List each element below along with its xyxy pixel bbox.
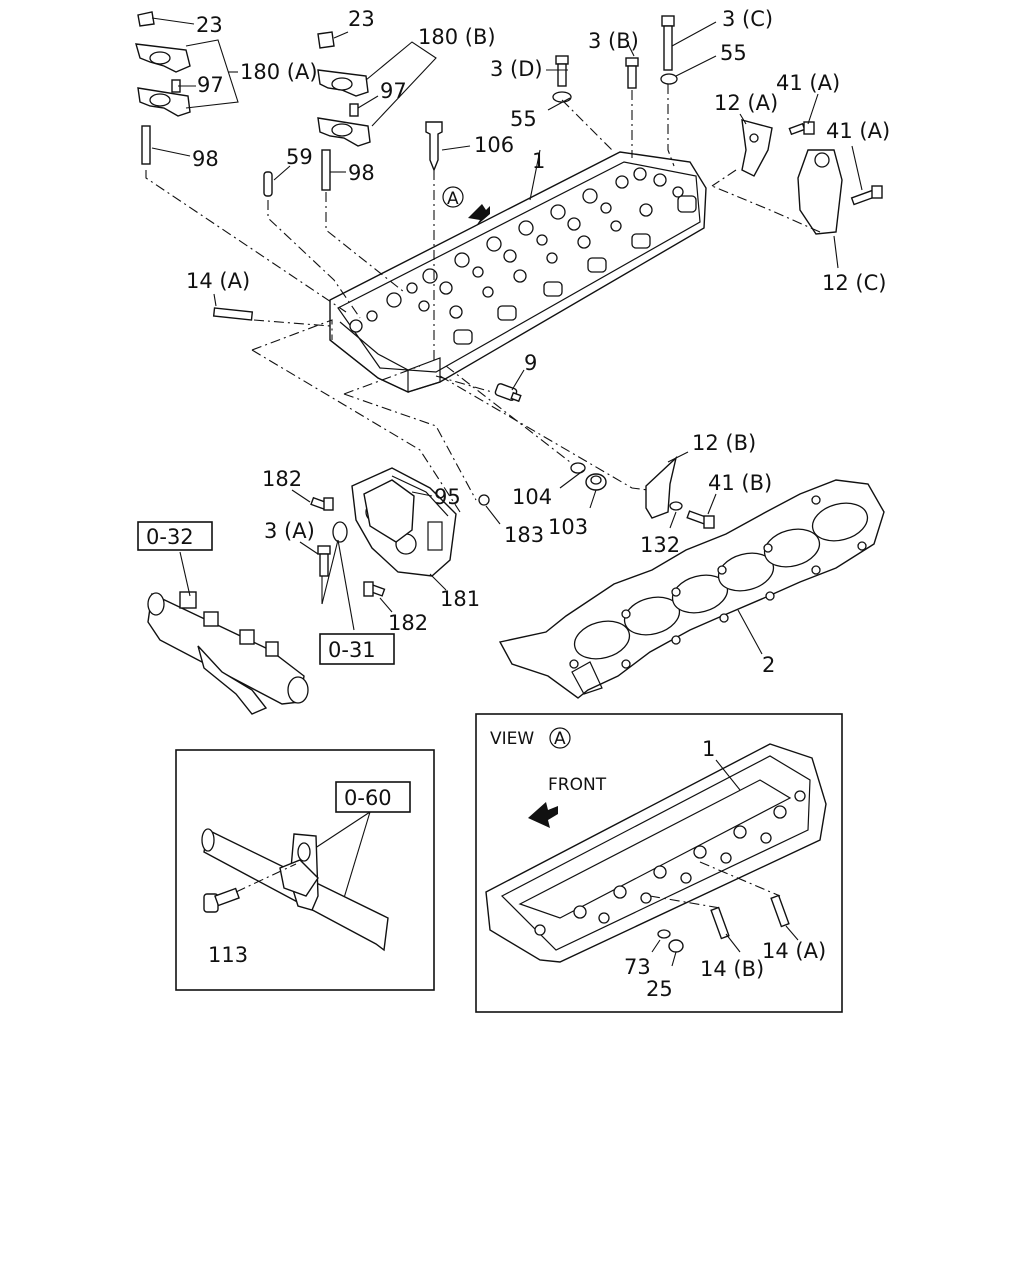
callout-98-right: 98 <box>348 161 375 185</box>
gasket-95 <box>363 479 415 543</box>
reference-0-60-label: 0-60 <box>344 786 392 810</box>
callout-1: 1 <box>532 149 545 173</box>
callout-95: 95 <box>434 485 461 509</box>
bracket-12a <box>741 119 773 177</box>
washer-104 <box>570 462 586 474</box>
callout-3c: 3 (C) <box>722 7 773 31</box>
inset-view-a: VIEW A FRONT 1 <box>475 713 843 1013</box>
callout-14a: 14 (A) <box>186 269 250 293</box>
callout-41a-upper: 41 (A) <box>776 71 840 95</box>
head-gasket-2 <box>498 479 885 699</box>
reference-0-31[interactable]: 0-31 <box>319 633 395 665</box>
callout-41a-lower: 41 (A) <box>826 119 890 143</box>
injector-106 <box>425 121 443 172</box>
callout-106: 106 <box>474 133 514 157</box>
view-callout-14a: 14 (A) <box>762 939 826 963</box>
callout-3d: 3 (D) <box>490 57 543 81</box>
callout-132: 132 <box>640 533 680 557</box>
view-callout-1: 1 <box>702 737 715 761</box>
callout-104: 104 <box>512 485 552 509</box>
reference-0-31-label: 0-31 <box>328 638 376 662</box>
bolt-3b <box>625 57 639 89</box>
view-a-marker: A <box>442 186 490 226</box>
view-a-marker-label: A <box>447 189 459 209</box>
washer-55-right <box>660 73 678 85</box>
oring-183 <box>478 494 490 506</box>
bolt-41a-lower <box>850 185 883 206</box>
sensor-9 <box>494 383 522 403</box>
reference-0-32-label: 0-32 <box>146 525 194 549</box>
callout-12a: 12 (A) <box>714 91 778 115</box>
callout-182-upper: 182 <box>262 467 302 491</box>
callout-23-right: 23 <box>348 7 375 31</box>
bolt-41b <box>686 510 715 529</box>
callout-55-left: 55 <box>510 107 537 131</box>
callout-23-left: 23 <box>196 13 223 37</box>
stud-14a <box>212 307 254 321</box>
callout-180a: 180 (A) <box>240 60 318 84</box>
bolt-182-lower <box>363 581 386 597</box>
callout-3a: 3 (A) <box>264 519 315 543</box>
callout-55-right: 55 <box>720 41 747 65</box>
inset-fuel-line: 0-60 113 <box>175 749 435 991</box>
view-title: VIEW <box>490 729 534 749</box>
view-callout-25: 25 <box>646 977 673 1001</box>
view-callout-14b: 14 (B) <box>700 957 764 981</box>
washer-73 <box>657 929 671 939</box>
front-arrow-icon <box>528 802 558 828</box>
bolt-182-upper <box>310 496 334 511</box>
view-direction-arrow-icon <box>468 204 490 226</box>
callout-103: 103 <box>548 515 588 539</box>
stud-14b-view <box>710 906 730 940</box>
callout-113: 113 <box>208 943 248 967</box>
callout-12b: 12 (B) <box>692 431 756 455</box>
connection-lines <box>145 84 821 513</box>
callout-97-left: 97 <box>197 73 224 97</box>
bracket-assembly-180b <box>317 31 371 191</box>
callout-12c: 12 (C) <box>822 271 886 295</box>
callout-9: 9 <box>524 351 537 375</box>
plug-25 <box>668 939 684 953</box>
callout-183: 183 <box>504 523 544 547</box>
callout-labels: 23 97 180 (A) 98 23 180 (B) 97 59 98 106… <box>186 7 890 677</box>
leader-lines <box>151 17 863 655</box>
washer-132 <box>669 501 683 511</box>
reference-0-32[interactable]: 0-32 <box>137 521 213 551</box>
view-callout-73: 73 <box>624 955 651 979</box>
callout-59: 59 <box>286 145 313 169</box>
view-title-marker: A <box>554 729 566 749</box>
reference-0-60[interactable]: 0-60 <box>335 781 411 813</box>
cylinder-head-underside <box>485 743 827 963</box>
plug-103 <box>585 473 607 491</box>
bolt-3a <box>317 545 331 577</box>
bolt-3d <box>555 55 569 87</box>
cylinder-head-1 <box>329 151 707 393</box>
callout-2: 2 <box>762 653 775 677</box>
callout-97-right: 97 <box>380 79 407 103</box>
bracket-12c <box>797 149 843 235</box>
bolt-41a-upper <box>788 121 815 136</box>
callout-3b: 3 (B) <box>588 29 639 53</box>
callout-182-lower: 182 <box>388 611 428 635</box>
front-label: FRONT <box>548 775 607 795</box>
stud-14a-view <box>770 894 790 928</box>
callout-180b: 180 (B) <box>418 25 496 49</box>
callout-98-left: 98 <box>192 147 219 171</box>
fuel-rail <box>147 591 309 715</box>
dowel-pin-59 <box>263 171 273 197</box>
seal-ring <box>332 521 348 543</box>
callout-181: 181 <box>440 587 480 611</box>
bolt-113 <box>203 887 240 913</box>
callout-41b: 41 (B) <box>708 471 772 495</box>
bolt-3c <box>661 15 675 71</box>
bracket-assembly-180a <box>135 11 191 165</box>
